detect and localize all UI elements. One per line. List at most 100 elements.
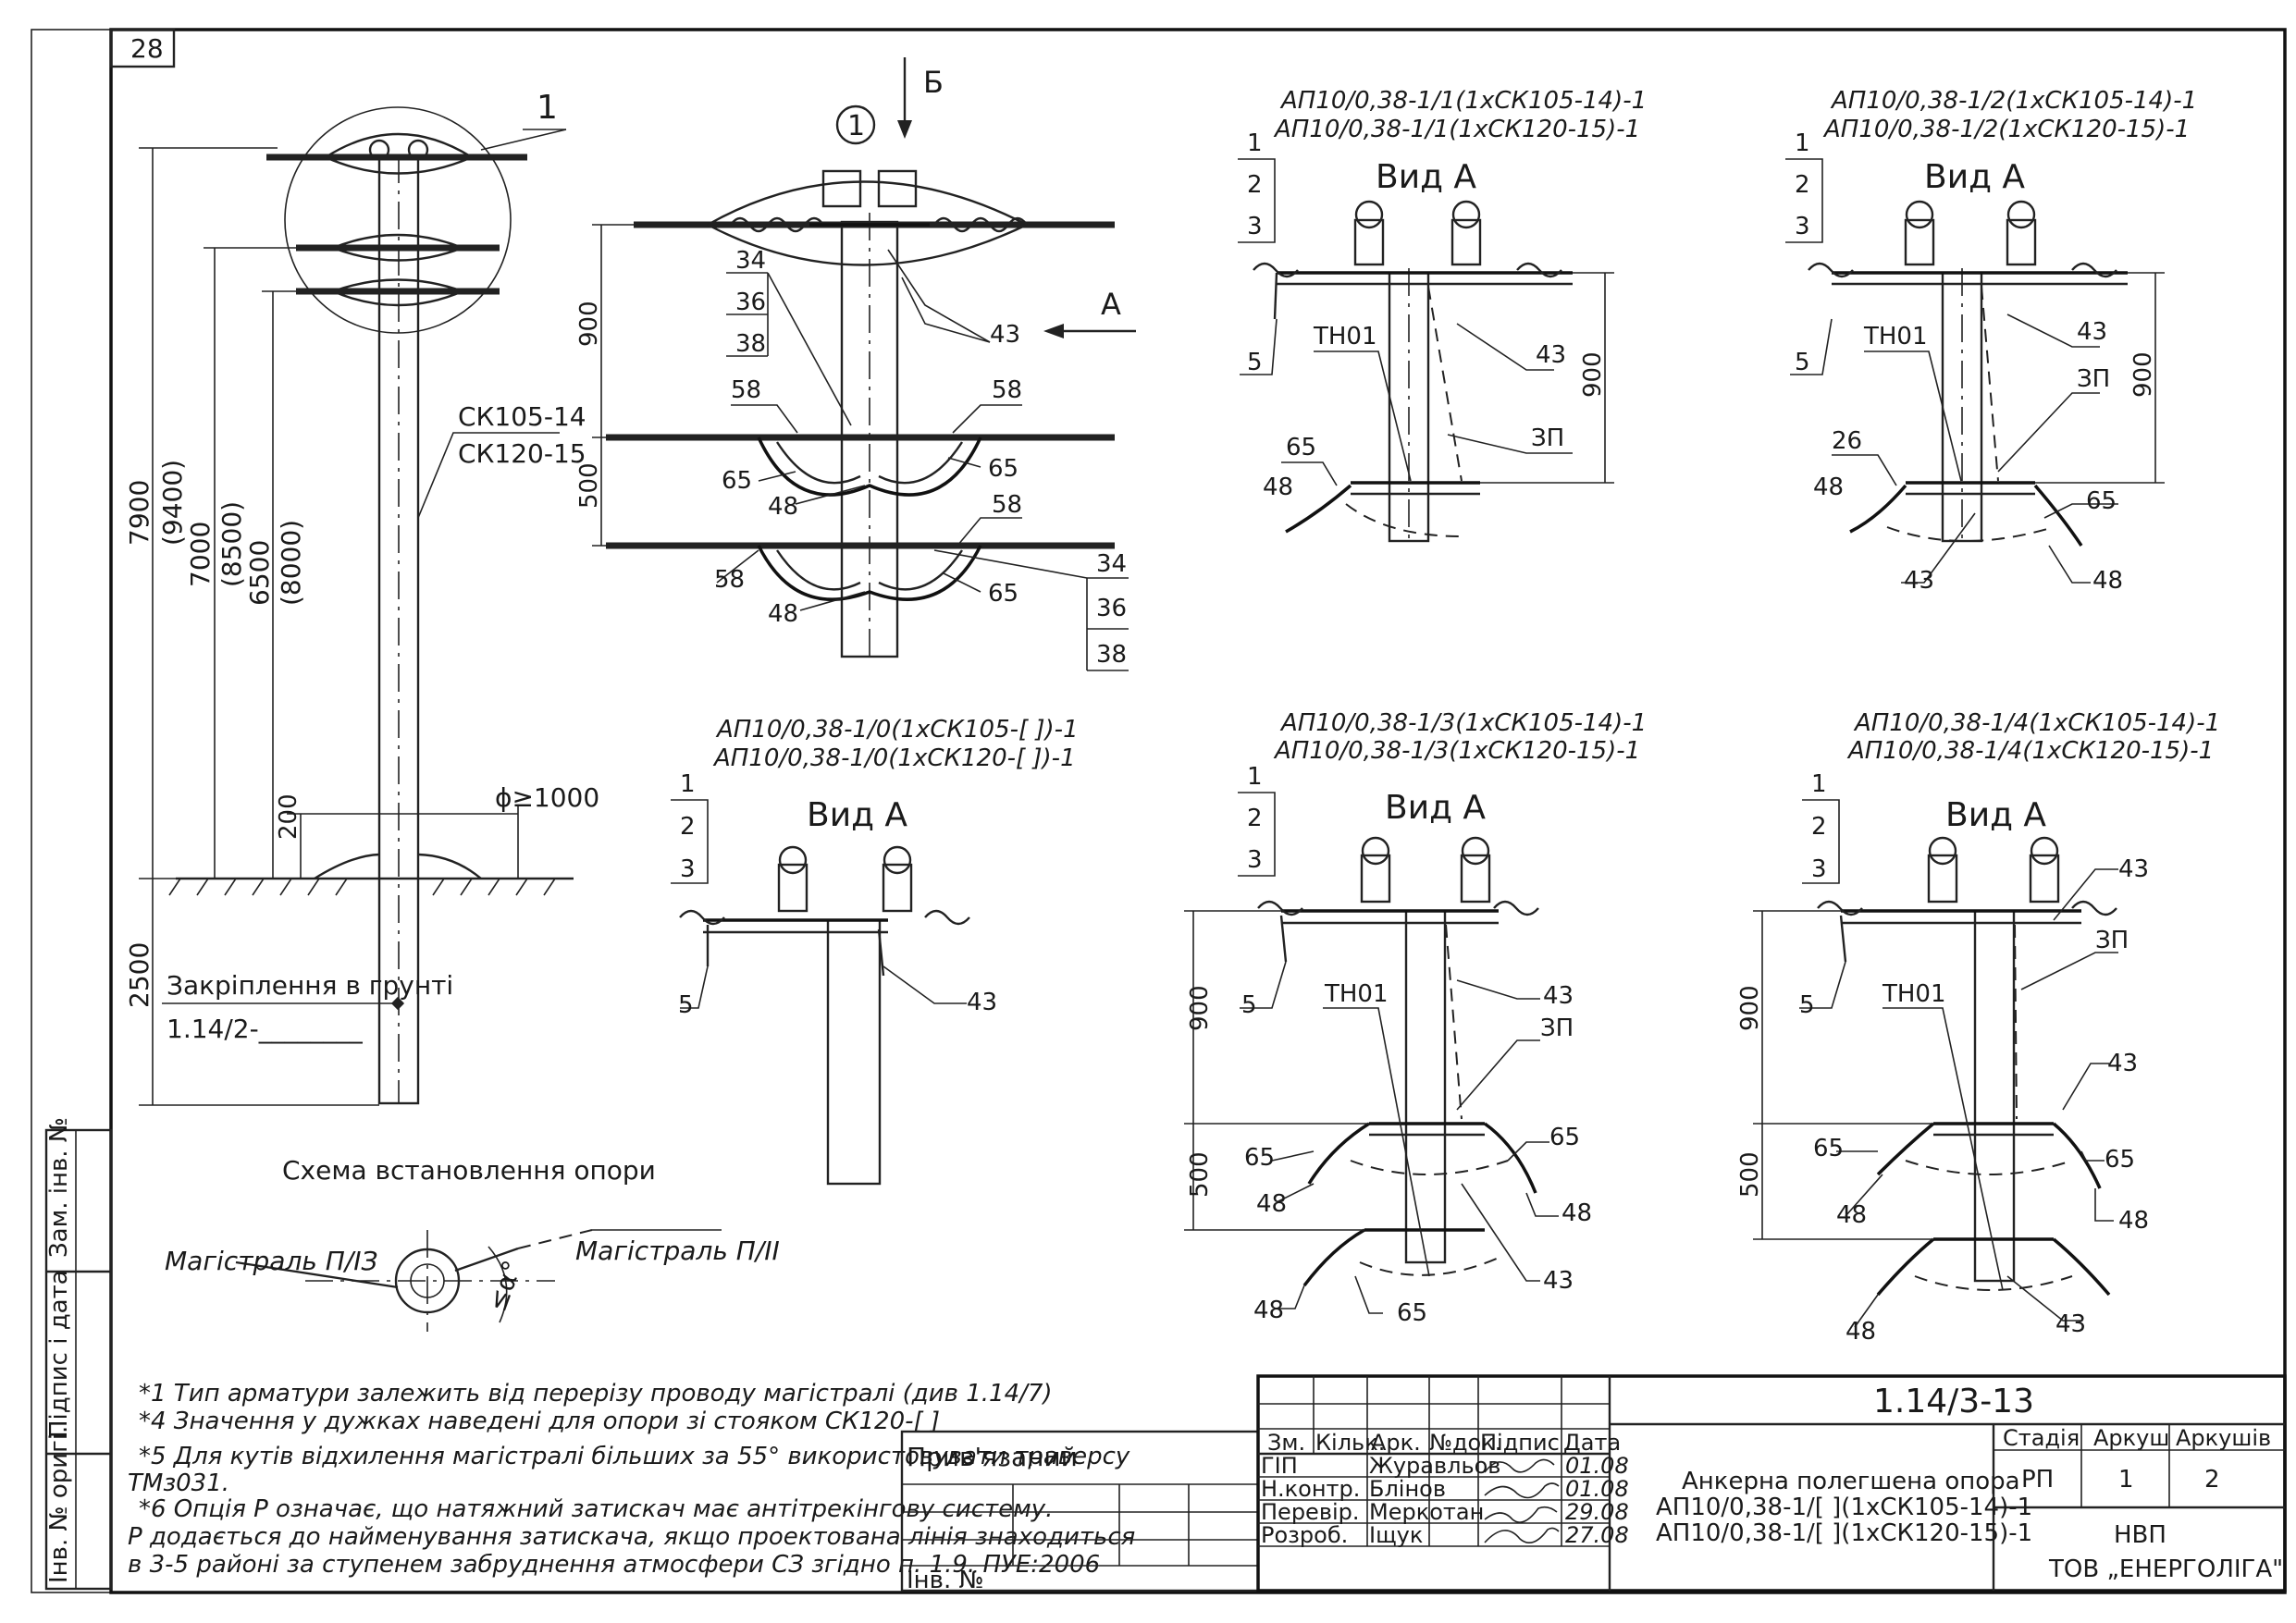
- note-5a: *5 Для кутів відхилення магістралі більш…: [139, 1443, 1130, 1470]
- tb-r2-date: 01.08: [1565, 1476, 1629, 1502]
- note-5b: ТМз031.: [128, 1469, 229, 1497]
- v3-tn01: ТН01: [1324, 980, 1389, 1008]
- v4-pos-65b: 65: [2105, 1146, 2135, 1174]
- tb-doc-title-3: АП10/0,38-1/[ ](1хСК120-15)-1: [1656, 1519, 2032, 1547]
- v2-tn01: ТН01: [1863, 323, 1928, 350]
- v1-title-1: АП10/0,38-1/1(1хСК105-14)-1: [1279, 87, 1647, 115]
- dim-7900: 7900: [124, 480, 154, 546]
- detail-dim-500: 500: [575, 462, 603, 509]
- v4-pos-48a: 48: [1836, 1201, 1867, 1229]
- v1-pos-5: 5: [1247, 349, 1263, 376]
- v3-pos-48a: 48: [1256, 1190, 1287, 1218]
- v3-pos-48c: 48: [1253, 1297, 1284, 1324]
- callout-1-label: 1: [537, 89, 558, 127]
- v4-zp: ЗП: [2095, 927, 2129, 954]
- variant-0: АП10/0,38-1/0(1хСК105-[ ])-1 АП10/0,38-1…: [671, 716, 1079, 1186]
- v0-pos-5: 5: [678, 991, 694, 1019]
- tb-r3-role: Перевір.: [1261, 1499, 1360, 1525]
- detail-pos-65a: 65: [722, 467, 752, 495]
- note-6c: в 3-5 районі за ступенем забруднення атм…: [128, 1551, 1100, 1579]
- dim-7000: 7000: [185, 522, 216, 587]
- v2-pos-43a: 43: [2077, 318, 2107, 346]
- tb-col-pidpys: Підпис: [1480, 1430, 1560, 1456]
- v3-dim-500: 500: [1186, 1151, 1214, 1198]
- tb-col-kilk: Кільк.: [1315, 1430, 1385, 1456]
- v1-dim-900: 900: [1579, 351, 1607, 398]
- tb-r3-date: 29.08: [1565, 1499, 1629, 1525]
- v3-pos-1: 1: [1247, 763, 1263, 791]
- tb-org-1: НВП: [2114, 1521, 2166, 1549]
- v4-title-2: АП10/0,38-1/4(1хСК120-15)-1: [1846, 737, 2214, 765]
- v2-pos-48a: 48: [1813, 473, 1844, 501]
- v1-pos-2: 2: [1247, 171, 1263, 199]
- note-6b: Р додається до найменування затискача, я…: [128, 1523, 1135, 1551]
- dim-8500: (8500): [216, 501, 247, 587]
- detail-pos-38b: 38: [1096, 641, 1127, 669]
- view-b-label: Б: [923, 65, 944, 100]
- v1-pos-48: 48: [1263, 473, 1293, 501]
- v3-dim-900: 900: [1186, 985, 1214, 1031]
- tb-col-zm: Зм.: [1267, 1430, 1305, 1456]
- detail-1: 1 Б А 900 500: [575, 57, 1136, 671]
- tb-r1-role: ГІП: [1261, 1453, 1298, 1479]
- view-a-arrow-label: А: [1101, 287, 1121, 322]
- v3-pos-65a: 65: [1244, 1144, 1275, 1172]
- side-stamp: Зам. інв. № Підпис і дата Інв. № оригі.: [44, 1117, 113, 1591]
- v0-title-2: АП10/0,38-1/0(1хСК120-[ ])-1: [712, 744, 1076, 772]
- v1-pos-65: 65: [1286, 434, 1316, 461]
- v3-pos-43a: 43: [1543, 982, 1574, 1010]
- v3-view-a: Вид А: [1385, 789, 1486, 827]
- note-6a: *6 Опція Р означає, що натяжний затискач…: [139, 1495, 1053, 1523]
- v3-pos-48b: 48: [1562, 1199, 1592, 1227]
- signature-1: [1484, 1458, 1555, 1473]
- inner-frame: [109, 28, 2287, 1594]
- tb-r4-name: Іщук: [1369, 1522, 1423, 1548]
- v1-tn01: ТН01: [1313, 323, 1377, 350]
- tb-stage-v: РП: [2021, 1466, 2054, 1494]
- v2-view-a: Вид А: [1924, 158, 2025, 196]
- v2-pos-1: 1: [1795, 129, 1810, 157]
- v2-title-1: АП10/0,38-1/2(1хСК105-14)-1: [1830, 87, 2197, 115]
- v0-pos-3: 3: [680, 855, 696, 883]
- stamp-replace-inv: Зам. інв. №: [45, 1117, 73, 1258]
- v4-pos-48c: 48: [1845, 1318, 1876, 1346]
- v4-pos-3: 3: [1811, 855, 1827, 883]
- signature-2: [1484, 1482, 1560, 1499]
- detail-pos-36: 36: [735, 289, 766, 316]
- v4-view-a: Вид А: [1945, 796, 2046, 834]
- tb-r2-name: Блінов: [1369, 1476, 1446, 1502]
- v4-pos-43b: 43: [2107, 1050, 2138, 1077]
- v0-view-a: Вид А: [807, 796, 907, 834]
- v1-title-2: АП10/0,38-1/1(1хСК120-15)-1: [1273, 116, 1640, 143]
- pole-type-1: СК105-14: [458, 401, 586, 432]
- v3-pos-43b: 43: [1543, 1267, 1574, 1295]
- v4-pos-48b: 48: [2118, 1207, 2149, 1235]
- v0-pos-1: 1: [680, 770, 696, 798]
- detail-pos-58c: 58: [992, 491, 1022, 519]
- detail-pos-36b: 36: [1096, 595, 1127, 622]
- detail-leader-34-38: 34 36 38: [726, 247, 852, 426]
- tb-sheet-v: 1: [2118, 1466, 2134, 1494]
- tb-r2-role: Н.контр.: [1261, 1476, 1360, 1502]
- note-1: *1 Тип арматури залежить від перерізу пр…: [139, 1380, 1053, 1408]
- variant-4: АП10/0,38-1/4(1хСК105-14)-1 АП10/0,38-1/…: [1736, 709, 2220, 1346]
- detail-pos-38: 38: [735, 330, 766, 358]
- tb-r1-date: 01.08: [1565, 1453, 1629, 1479]
- installation-caption: Схема встановлення опори: [282, 1155, 656, 1186]
- tb-stage-h: Стадія: [2003, 1425, 2080, 1451]
- tb-col-ndok: №док.: [1429, 1430, 1501, 1456]
- detail-pos-58b: 58: [992, 376, 1022, 404]
- v2-pos-3: 3: [1795, 213, 1810, 240]
- tb-r4-role: Розроб.: [1261, 1522, 1348, 1548]
- tb-doc-title-1: Анкерна полегшена опора: [1682, 1468, 2020, 1495]
- detail-marker: 1: [847, 110, 865, 142]
- v4-pos-43a: 43: [2118, 855, 2149, 883]
- v2-dim-900: 900: [2129, 351, 2157, 398]
- signature-3: [1484, 1506, 1558, 1523]
- v2-pos-48b: 48: [2092, 567, 2123, 595]
- v1-pos-3: 3: [1247, 213, 1263, 240]
- detail-dim-900: 900: [575, 301, 603, 347]
- detail-pos-34b: 34: [1096, 550, 1127, 578]
- variant-1: АП10/0,38-1/1(1хСК105-14)-1 АП10/0,38-1/…: [1238, 87, 1647, 546]
